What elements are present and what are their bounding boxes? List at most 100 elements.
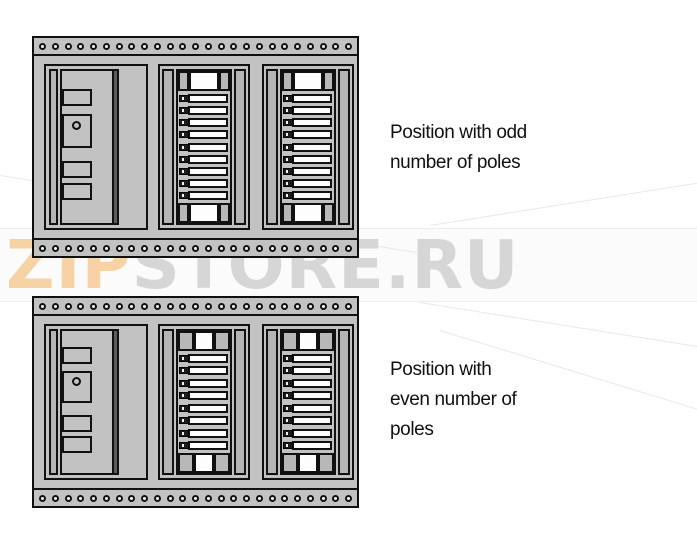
odd-pole-caption: Position with odd number of poles [390,122,527,173]
right-module-left-rail [266,69,278,225]
pole-bar [188,391,228,401]
left-module-notch [62,347,92,364]
pole-bar [188,94,228,103]
terminal-block [179,379,189,387]
mid-module-top-cap [178,331,230,351]
mounting-hole [243,302,250,310]
right-module-core [280,329,336,475]
pole-bar [188,166,228,176]
mounting-hole [153,494,161,502]
mounting-hole [115,494,123,502]
left-module-body [60,69,114,225]
pole-bar [292,366,332,376]
mounting-hole [115,302,123,310]
top-perforation-rail [34,298,357,316]
top-perforation-rail [34,38,357,56]
mounting-hole [243,494,250,502]
left-module-notch [62,161,92,178]
mounting-hole [39,244,46,252]
mounting-hole [281,302,289,310]
mounting-hole [255,42,263,50]
even-pole-device [32,296,359,508]
terminal-block [179,143,189,151]
mounting-hole [141,494,148,502]
mounting-hole [179,42,187,50]
terminal-block [283,367,293,375]
terminal-block [283,355,293,362]
left-module-pivot-hole [72,121,81,130]
mounting-hole [64,244,72,252]
mounting-hole [345,42,352,50]
mounting-hole [192,494,199,502]
terminal-block [179,392,189,400]
mid-module-bottom-cap [178,453,230,473]
right-module-bottom-cap [282,203,334,223]
terminal-block [283,119,293,127]
mounting-hole [306,494,314,502]
mounting-hole [64,494,72,502]
cap-block-white [193,331,215,351]
mounting-hole [51,42,59,50]
mounting-hole [166,42,174,50]
mounting-hole [268,302,276,310]
mounting-hole [281,244,289,252]
mounting-hole [332,302,340,310]
pole-bar [292,178,332,188]
cap-block-white [189,71,219,91]
mounting-hole [77,42,85,50]
pole-bar [292,154,332,164]
mounting-hole [90,42,97,50]
watermark-diagonal-line-4 [419,302,697,349]
terminal-block [179,119,189,127]
mounting-hole [102,494,110,502]
mid-module-right-rail [234,69,246,225]
pole-bar [188,106,228,116]
terminal-block [179,167,189,175]
pole-bar [188,366,228,376]
pole-bar [292,428,332,438]
left-module-notch [62,436,92,453]
left-module-notch [62,183,92,200]
cap-block [318,453,334,473]
left-module-notch [62,415,92,432]
mounting-hole [243,42,250,50]
terminal-block [283,179,293,187]
left-module-notch [62,371,92,403]
right-module-terminal-column [283,353,293,451]
terminal-block [283,441,293,449]
right-module-left-rail [266,329,278,475]
mid-module-terminal-column [179,353,189,451]
pole-bar [188,354,228,363]
pole-bar [292,191,332,200]
cap-block [178,453,194,473]
mounting-hole [90,302,97,310]
cap-block-white [297,331,319,351]
mounting-hole [77,244,85,252]
cap-block [282,71,294,91]
left-module-outer-rail [49,329,58,475]
cap-block [318,331,334,351]
mid-module-core [176,69,232,225]
mounting-hole [128,302,136,310]
mounting-hole [230,42,238,50]
mounting-hole [319,42,327,50]
terminal-block [179,441,189,449]
mounting-hole [77,302,85,310]
pole-bar [188,130,228,140]
mounting-hole [128,494,136,502]
cap-block-white [293,203,323,223]
terminal-block [283,417,293,425]
mid-module-left-rail [162,329,174,475]
pole-bar [188,416,228,426]
mid-module-right-rail [234,329,246,475]
pole-bar [188,378,228,388]
mid-module-top-cap [178,71,230,91]
mounting-hole [102,42,110,50]
mounting-hole [255,494,263,502]
pole-bar [292,440,332,450]
mounting-hole [294,244,301,252]
right-module-terminal-column [283,93,293,201]
right-module-core [280,69,336,225]
terminal-block [179,131,189,139]
right-module [262,64,354,230]
